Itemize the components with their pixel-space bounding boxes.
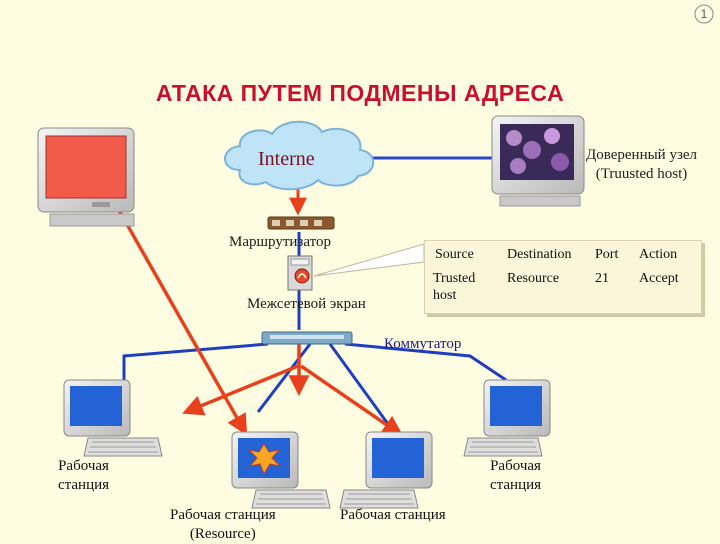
workstation-left-icon xyxy=(63,379,163,457)
workstation-right-icon xyxy=(463,379,551,457)
workstation-resource-label-line1: Рабочая станция xyxy=(170,507,276,523)
network-links xyxy=(122,156,507,425)
slide-number-badge xyxy=(694,4,714,24)
workstation-left-label-line2: станция xyxy=(58,477,110,493)
firewall-label: Межсетевой экран xyxy=(247,296,366,312)
workstation-resource-label: Рабочая станция (Resource) xyxy=(170,506,276,544)
workstation-right-label-line2: станция xyxy=(490,477,542,493)
table-header-port: Port xyxy=(595,247,619,262)
table-cell-port: 21 xyxy=(595,271,609,286)
table-cell-destination: Resource xyxy=(507,271,560,286)
workstation-left-label-line1: Рабочая xyxy=(58,458,109,474)
router-icon xyxy=(267,216,335,230)
table-cell-action: Accept xyxy=(639,271,679,286)
trusted-host-computer-icon xyxy=(491,115,585,207)
table-cell-source-line1: Trusted xyxy=(433,271,476,286)
router-label: Маршрутизатор xyxy=(229,234,331,250)
switch-icon xyxy=(261,331,353,345)
table-cell-source-line2: host xyxy=(433,288,457,303)
workstation-middle-icon xyxy=(339,431,433,509)
attack-arrows xyxy=(110,197,404,437)
workstation-resource-icon xyxy=(231,431,331,509)
trusted-host-label-line2: (Truusted host) xyxy=(595,166,688,182)
workstation-resource-label-line2: (Resource) xyxy=(189,526,256,542)
workstation-left-label: Рабочая станция xyxy=(58,457,109,495)
workstation-right-label-line1: Рабочая xyxy=(490,458,541,474)
firewall-rule-table: Source Destination Port Action Trusted h… xyxy=(424,240,702,314)
internet-cloud xyxy=(224,120,375,191)
table-header-source: Source xyxy=(435,247,474,262)
firewall-icon xyxy=(287,255,313,291)
table-header-destination: Destination xyxy=(507,247,572,262)
internet-label: Interne xyxy=(258,148,315,170)
workstation-middle-label: Рабочая станция xyxy=(340,507,446,523)
table-cell-source: Trusted host xyxy=(433,270,475,304)
workstation-right-label: Рабочая станция xyxy=(490,457,541,495)
table-header-action: Action xyxy=(639,247,678,262)
trusted-host-label-line1: Доверенный узел xyxy=(586,147,698,163)
trusted-host-label: Доверенный узел (Truusted host) xyxy=(586,146,697,184)
switch-label: Коммутатор xyxy=(384,336,462,352)
slide-title: АТАКА ПУТЕМ ПОДМЕНЫ АДРЕСА xyxy=(155,80,565,106)
attacker-computer-icon xyxy=(37,127,135,227)
slide-number: 1 xyxy=(700,7,708,21)
